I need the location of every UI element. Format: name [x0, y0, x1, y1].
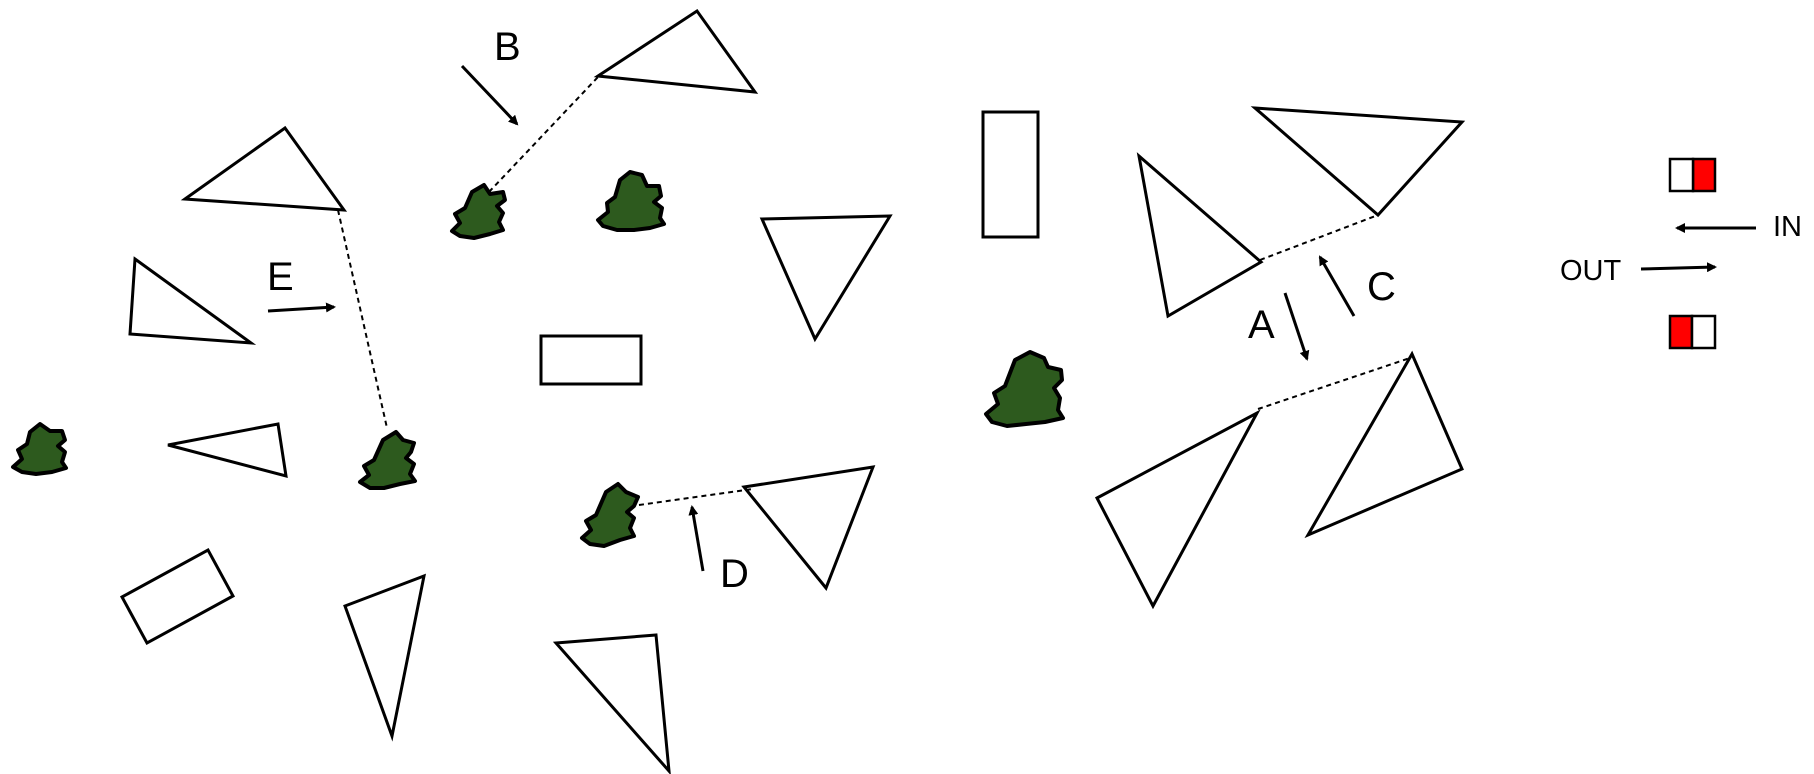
label-e: E: [267, 255, 294, 299]
triangle-shape: [345, 576, 424, 736]
dashed-connector: [1260, 215, 1378, 260]
label-b: B: [494, 25, 521, 69]
out-arrow: [1641, 267, 1715, 269]
out-label: OUT: [1560, 255, 1622, 287]
dashed-connector: [338, 210, 387, 428]
bush-icon: [598, 172, 664, 230]
label-a: A: [1248, 303, 1275, 347]
triangle-shape: [744, 467, 873, 588]
triangle-shape: [1097, 413, 1257, 606]
arrow-e: [268, 307, 334, 311]
triangle-shape: [762, 216, 890, 339]
dashed-connector: [639, 489, 753, 505]
rectangle-shape: [122, 550, 233, 643]
door-open-icon: [1670, 316, 1715, 348]
triangle-shape: [130, 259, 251, 343]
door-closed-icon: [1670, 159, 1715, 191]
rectangle-shape: [541, 336, 641, 384]
arrow-a: [1285, 293, 1307, 359]
dashed-connector: [489, 77, 598, 192]
bush-icon: [360, 432, 415, 488]
triangle-shape: [1308, 354, 1462, 535]
triangle-shape: [185, 128, 344, 210]
bush-icon: [13, 424, 66, 474]
arrow-c: [1320, 257, 1354, 316]
bush-icon: [986, 352, 1063, 426]
in-label: IN: [1773, 211, 1802, 243]
triangle-shape: [168, 424, 286, 476]
arrow-d: [692, 507, 703, 571]
label-d: D: [720, 552, 749, 596]
triangle-shape: [598, 11, 755, 92]
triangle-shape: [1255, 108, 1462, 215]
label-c: C: [1367, 265, 1396, 309]
bush-icon: [452, 185, 505, 238]
bush-icon: [582, 484, 638, 546]
arrow-b: [462, 66, 517, 124]
rectangle-shape: [983, 112, 1038, 237]
triangle-shape: [556, 635, 669, 771]
triangle-shape: [1139, 156, 1261, 316]
